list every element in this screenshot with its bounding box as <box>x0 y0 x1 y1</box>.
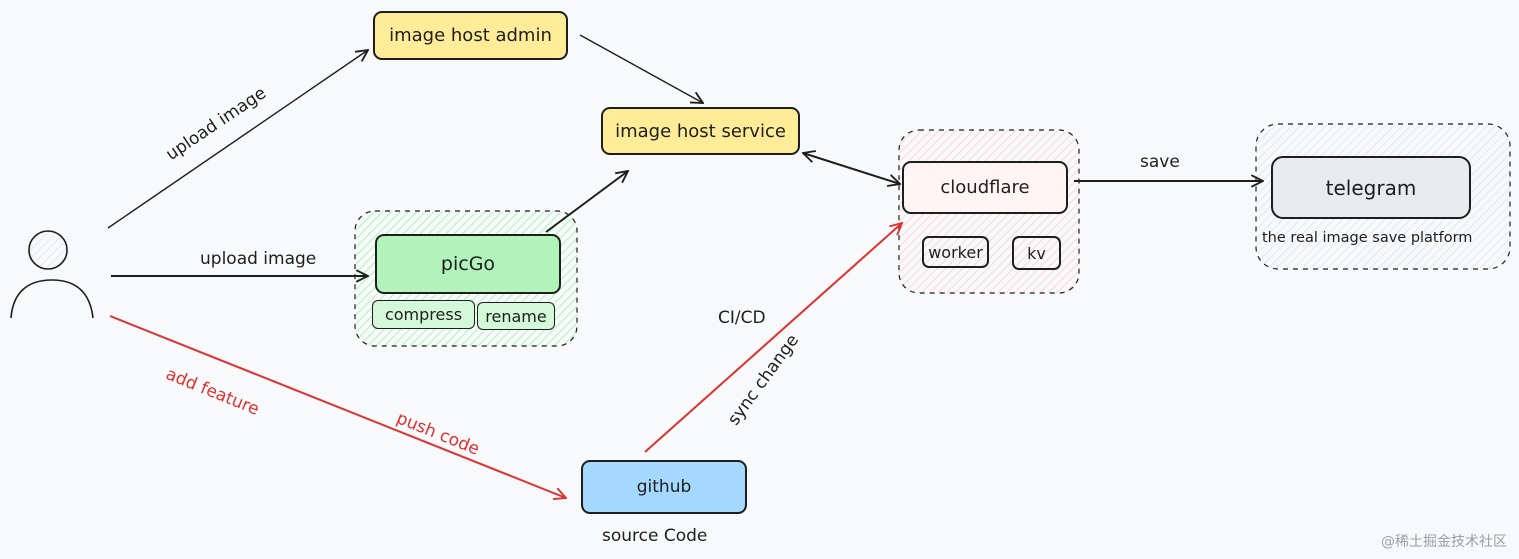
arrow-github-to-cloudflare <box>644 223 902 453</box>
telegram-node: telegram <box>1271 156 1471 219</box>
arrow-picgo-to-service <box>545 171 628 233</box>
worker-label: worker <box>928 242 983 262</box>
image-host-service-label: image host service <box>615 120 786 142</box>
ci-cd-label: CI/CD <box>718 308 766 328</box>
github-label: github <box>636 477 692 497</box>
image-host-admin-label: image host admin <box>389 25 552 46</box>
arrow-user-to-admin <box>107 50 368 229</box>
picgo-label: picGo <box>440 253 496 275</box>
cloudflare-label: cloudflare <box>940 177 1030 198</box>
cloudflare-node: cloudflare <box>902 161 1068 214</box>
watermark-text: @稀土掘金技术社区 <box>1381 534 1507 550</box>
rename-label: rename <box>485 306 547 326</box>
compress-label: compress <box>384 305 463 324</box>
telegram-label: telegram <box>1325 175 1417 200</box>
compress-node: compress <box>372 300 475 329</box>
arrow-service-cloudflare <box>803 153 900 184</box>
image-host-service-node: image host service <box>601 107 800 155</box>
github-caption: source Code <box>602 526 708 546</box>
arrow-admin-to-service <box>579 34 703 103</box>
arrow-user-to-github <box>109 315 566 498</box>
telegram-caption: the real image save platform <box>1262 230 1473 246</box>
kv-node: kv <box>1012 236 1061 270</box>
kv-label: kv <box>1027 243 1046 263</box>
github-node: github <box>581 460 747 514</box>
worker-node: worker <box>922 236 989 268</box>
picgo-node: picGo <box>375 234 561 294</box>
save-label: save <box>1140 152 1180 172</box>
image-host-admin-node: image host admin <box>373 11 568 60</box>
user-actor-icon <box>10 230 94 319</box>
upload-image-straight-label: upload image <box>200 249 317 269</box>
rename-node: rename <box>477 302 555 330</box>
